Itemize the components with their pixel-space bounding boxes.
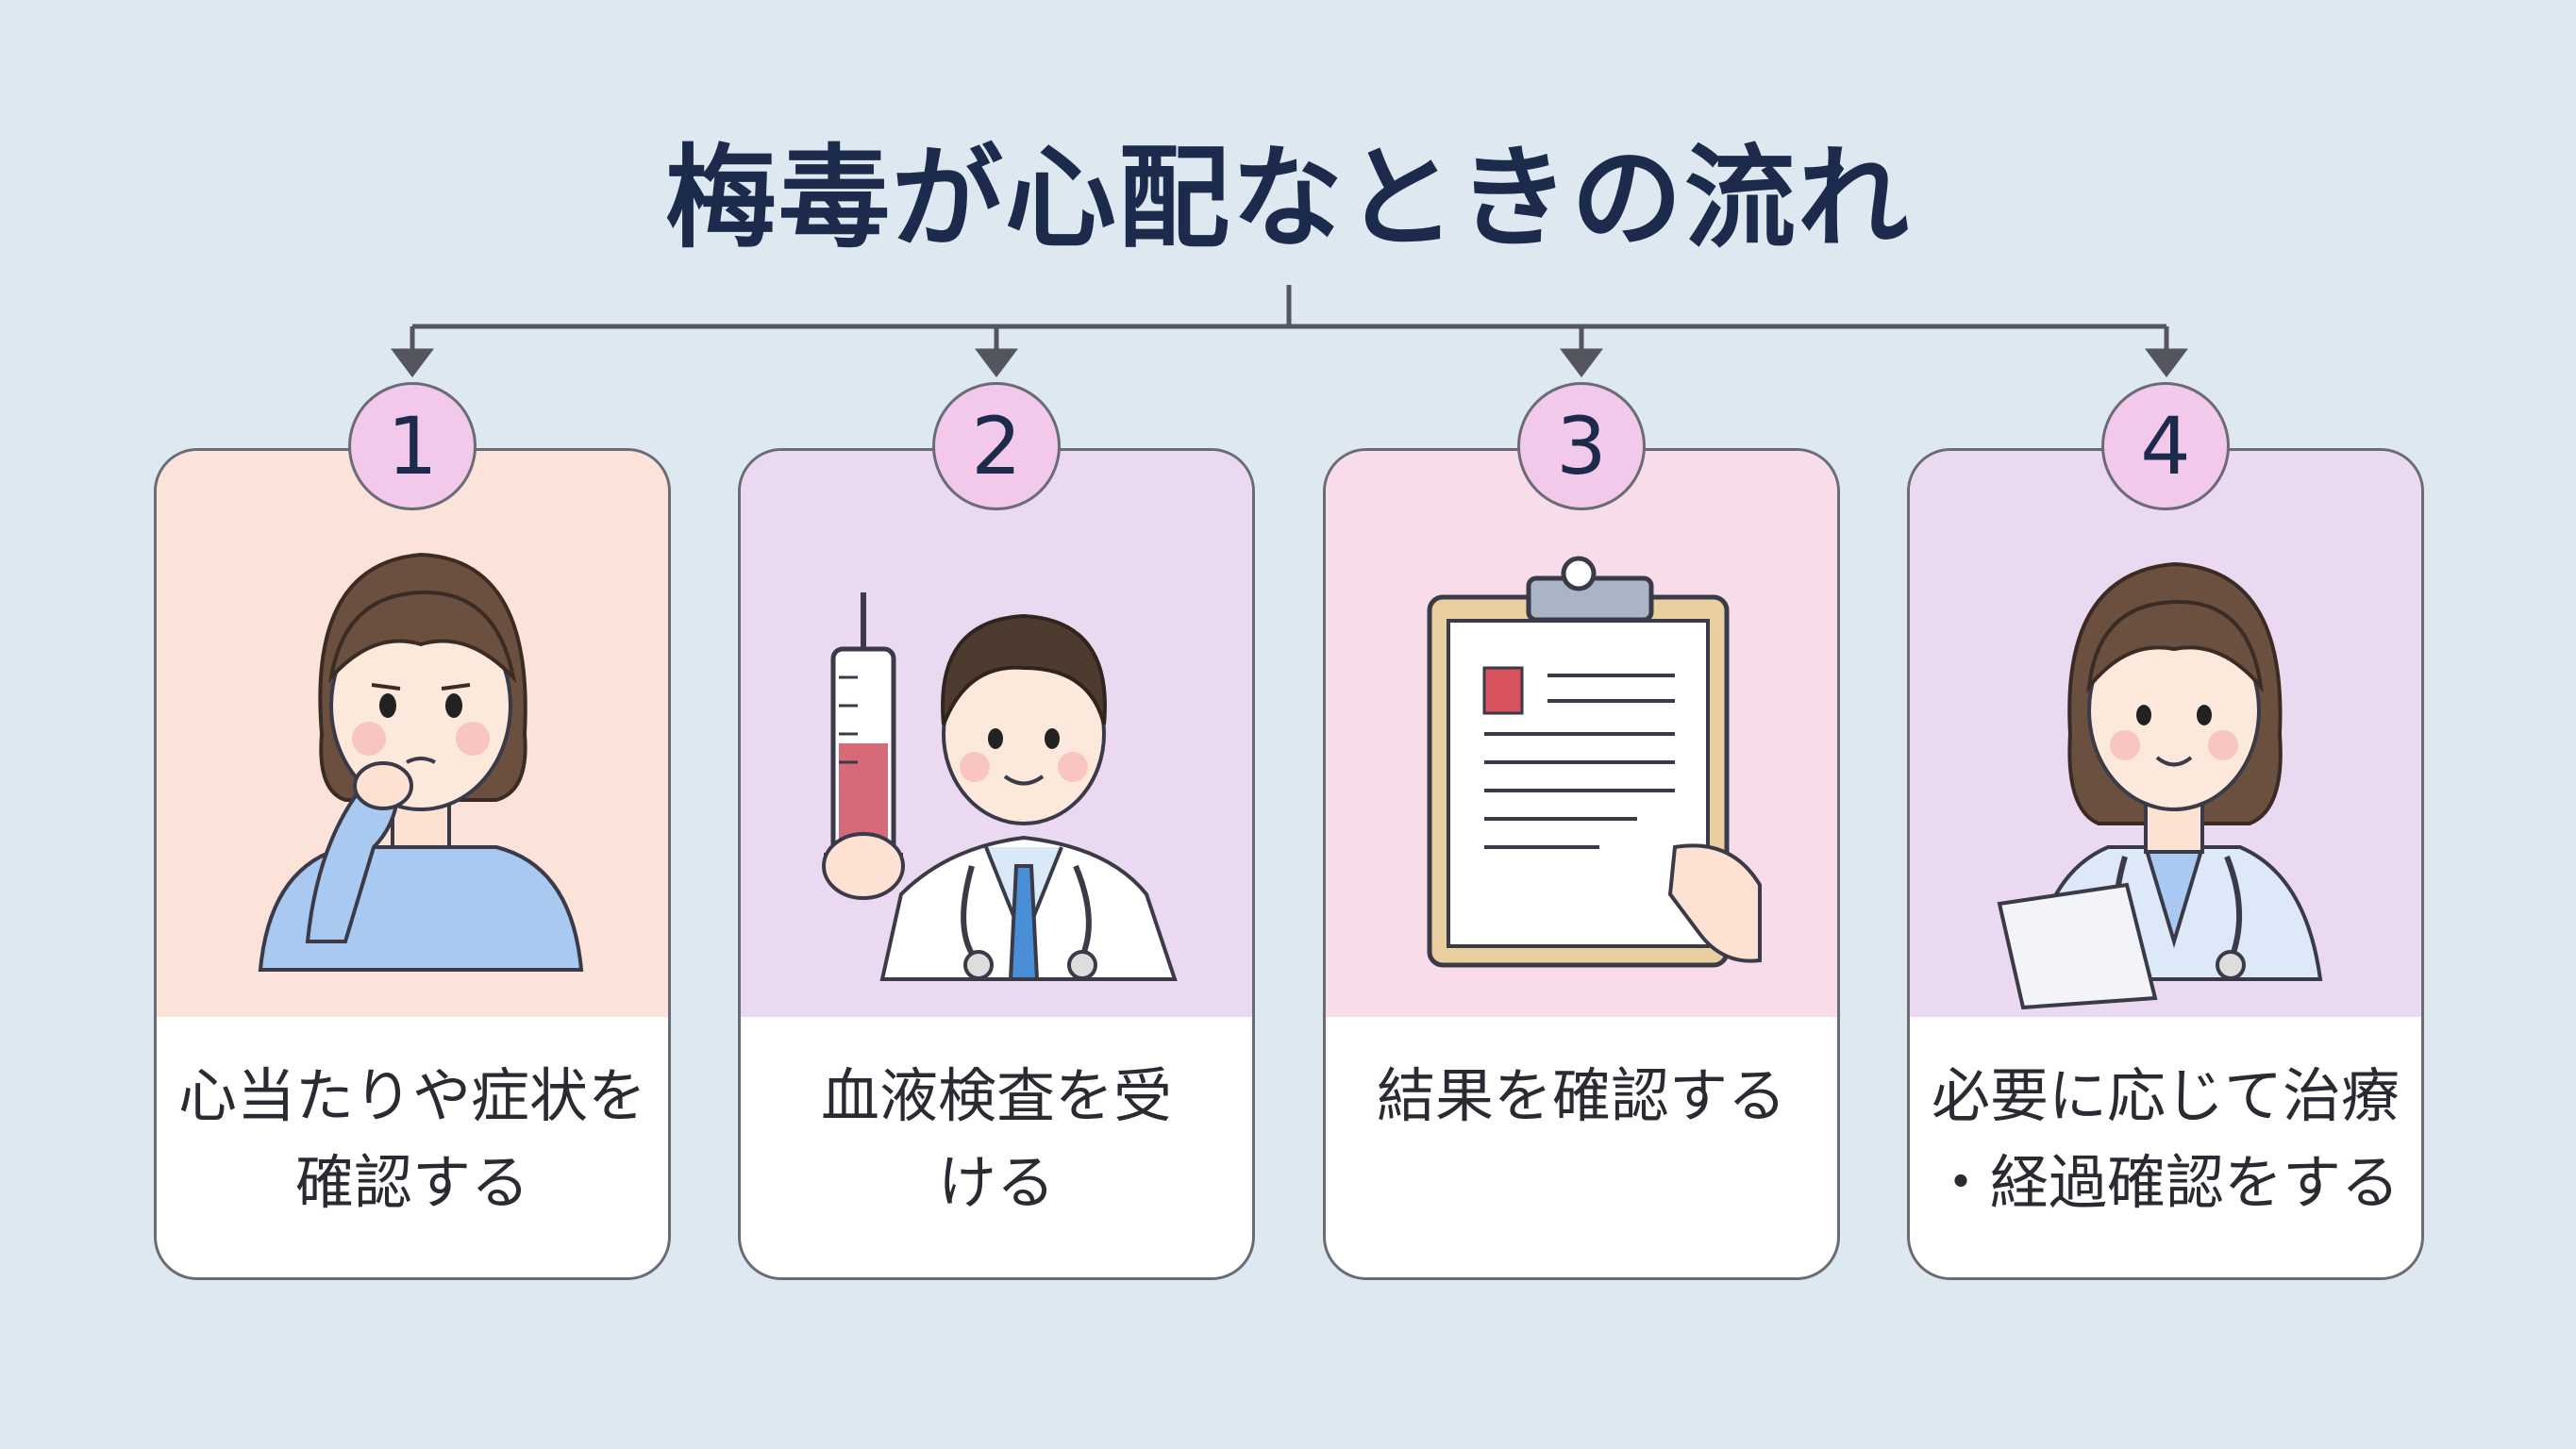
doctor-syringe-icon	[822, 592, 1178, 981]
step-card-2: 血液検査を受ける	[738, 448, 1255, 1280]
step-card-4: 必要に応じて治療・経過確認をする	[1907, 448, 2424, 1280]
worried-woman-icon	[258, 552, 584, 972]
step-number-badge: 1	[348, 382, 477, 510]
step-label: 結果を確認する	[1376, 1061, 1786, 1130]
step-card-3: 結果を確認する	[1323, 448, 1840, 1280]
step-label: 必要に応じて治療・経過確認をする	[1931, 1061, 2400, 1217]
page-title: 梅毒が心配なときの流れ	[664, 133, 1911, 263]
clipboard-result-icon	[1427, 556, 1762, 968]
step-illustration	[157, 451, 668, 1017]
female-doctor-icon	[1997, 561, 2323, 1010]
step-illustration	[1910, 451, 2421, 1017]
flow-connector	[391, 285, 2188, 378]
step-label: 血液検査を受ける	[820, 1061, 1172, 1217]
step-number-badge: 3	[1517, 382, 1646, 510]
step-label: 心当たりや症状を確認する	[177, 1061, 646, 1217]
step-card-1: 心当たりや症状を確認する	[154, 448, 671, 1280]
step-number-badge: 4	[2101, 382, 2230, 510]
step-illustration	[741, 451, 1252, 1017]
step-number-badge: 2	[932, 382, 1061, 510]
step-illustration	[1326, 451, 1837, 1017]
